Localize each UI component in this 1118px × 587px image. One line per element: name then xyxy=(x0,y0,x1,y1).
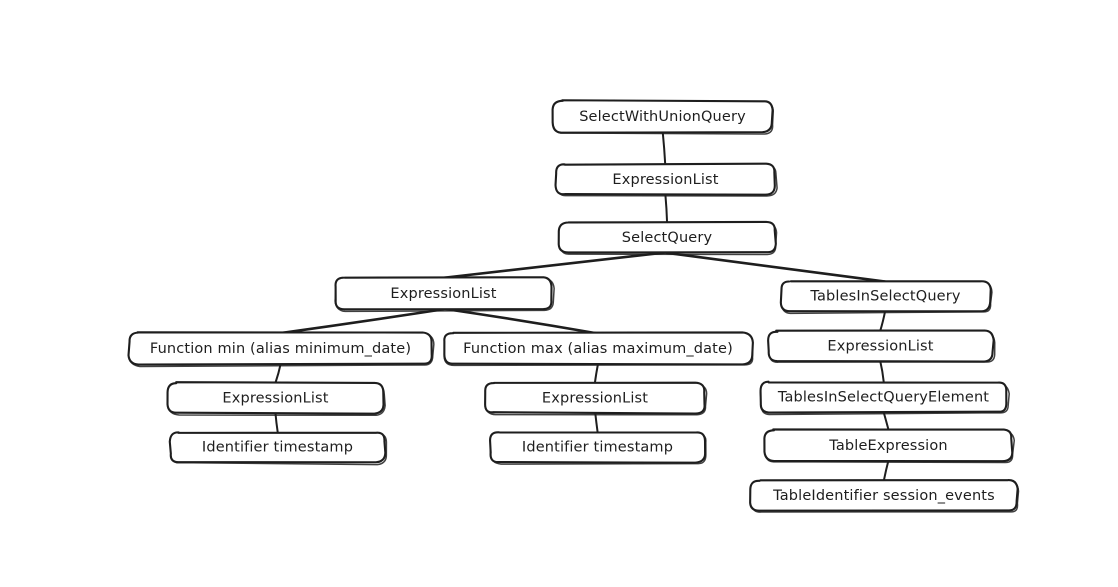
tree-edge xyxy=(594,411,599,434)
node-label: Identifier timestamp xyxy=(202,440,353,456)
tree-edge xyxy=(883,460,890,481)
tree-edge xyxy=(661,131,667,165)
tree-node[interactable]: ExpressionList xyxy=(166,381,386,417)
node-label: SelectQuery xyxy=(622,230,713,246)
node-label: Function min (alias minimum_date) xyxy=(150,341,411,357)
node-layer: SelectWithUnionQueryExpressionListSelect… xyxy=(127,99,1020,513)
node-box xyxy=(763,428,1014,463)
node-label: ExpressionList xyxy=(827,339,933,355)
tree-node[interactable]: TableIdentifier session_events xyxy=(749,479,1020,513)
node-label: ExpressionList xyxy=(222,391,328,407)
node-label: SelectWithUnionQuery xyxy=(579,109,746,125)
node-label: ExpressionList xyxy=(390,286,496,302)
node-label: TableExpression xyxy=(828,438,947,454)
node-box xyxy=(484,381,706,415)
node-label: TablesInSelectQuery xyxy=(809,289,960,305)
tree-node[interactable]: SelectWithUnionQuery xyxy=(551,99,775,135)
tree-edge xyxy=(442,251,668,280)
tree-edge xyxy=(879,359,885,383)
node-box xyxy=(779,280,992,313)
node-label: Identifier timestamp xyxy=(522,440,673,456)
node-box xyxy=(767,329,995,363)
node-box xyxy=(443,331,754,366)
node-label: ExpressionList xyxy=(542,391,648,407)
tree-edge xyxy=(593,363,599,384)
tree-node[interactable]: ExpressionList xyxy=(334,276,555,313)
tree-node[interactable]: TablesInSelectQueryElement xyxy=(759,380,1010,416)
node-box xyxy=(166,381,385,415)
tree-edge xyxy=(278,307,445,335)
tree-edge xyxy=(441,307,600,335)
node-box xyxy=(551,99,774,134)
tree-edge xyxy=(882,410,890,432)
node-box xyxy=(759,380,1008,414)
tree-node[interactable]: Function min (alias minimum_date) xyxy=(127,331,435,368)
node-label: ExpressionList xyxy=(612,172,718,188)
tree-edge xyxy=(879,309,887,332)
node-box xyxy=(554,162,776,196)
tree-node[interactable]: ExpressionList xyxy=(554,162,778,197)
tree-node[interactable]: Identifier timestamp xyxy=(168,431,388,466)
tree-node[interactable]: Identifier timestamp xyxy=(489,431,707,465)
tree-node[interactable]: ExpressionList xyxy=(767,329,996,363)
node-label: TablesInSelectQueryElement xyxy=(777,390,989,406)
node-box xyxy=(168,431,387,464)
tree-edge xyxy=(274,363,282,384)
node-label: TableIdentifier session_events xyxy=(772,488,995,504)
tree-node[interactable]: TableExpression xyxy=(763,428,1016,464)
node-label: Function max (alias maximum_date) xyxy=(463,341,733,357)
tree-edge xyxy=(664,194,669,224)
tree-node[interactable]: SelectQuery xyxy=(557,220,778,256)
tree-node[interactable]: Function max (alias maximum_date) xyxy=(443,331,754,367)
tree-edge xyxy=(665,251,887,283)
tree-edge xyxy=(274,412,279,433)
node-box xyxy=(334,276,553,311)
tree-node[interactable]: ExpressionList xyxy=(484,381,708,416)
node-box xyxy=(127,331,433,366)
node-box xyxy=(749,479,1019,512)
tree-node[interactable]: TablesInSelectQuery xyxy=(779,280,993,315)
node-box xyxy=(489,431,707,464)
node-box xyxy=(557,220,777,254)
